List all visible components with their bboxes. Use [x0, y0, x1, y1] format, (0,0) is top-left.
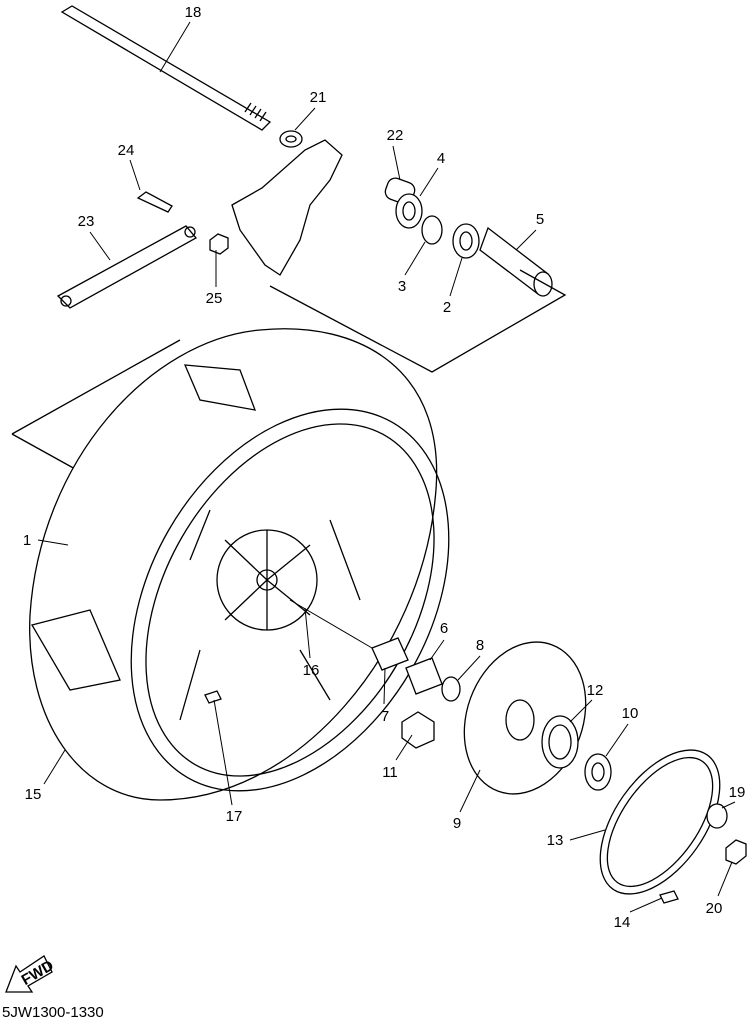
part-label-22: 22 — [387, 127, 404, 144]
part-label-10: 10 — [622, 705, 639, 722]
part-label-4: 4 — [437, 150, 445, 167]
part-label-17: 17 — [226, 808, 243, 825]
collar-part — [279, 130, 303, 148]
bearing-10-part — [584, 753, 612, 791]
bracket-part — [231, 139, 343, 276]
part-label-3: 3 — [398, 278, 406, 295]
part-label-2: 2 — [443, 299, 451, 316]
part-label-7: 7 — [381, 708, 389, 725]
adjuster-part — [56, 225, 198, 309]
part-label-24: 24 — [118, 142, 135, 159]
part-label-1: 1 — [23, 532, 31, 549]
nut-part — [209, 233, 229, 255]
part-label-11: 11 — [382, 764, 398, 781]
part-label-16: 16 — [303, 662, 320, 679]
bolt-part — [136, 191, 173, 213]
part-label-20: 20 — [706, 900, 723, 917]
part-label-6: 6 — [440, 620, 448, 637]
oil-seal-part — [441, 676, 461, 702]
diagram-code: 5JW1300-1330 — [2, 1004, 104, 1021]
collar-6-part — [405, 657, 443, 695]
part-label-23: 23 — [78, 213, 95, 230]
part-label-13: 13 — [547, 832, 564, 849]
part-label-5: 5 — [536, 211, 544, 228]
seal-12-part — [541, 715, 579, 769]
spacer-7-part — [371, 637, 409, 671]
frame-lines — [11, 269, 567, 435]
screw-part — [659, 890, 679, 904]
cover-part — [599, 749, 721, 895]
part-label-8: 8 — [476, 637, 484, 654]
bearing-4-part — [395, 193, 423, 229]
part-label-25: 25 — [206, 290, 223, 307]
circlip-part — [421, 215, 443, 245]
part-label-18: 18 — [185, 4, 202, 21]
part-label-14: 14 — [614, 914, 631, 931]
part-label-21: 21 — [310, 89, 327, 106]
axle-nut-part — [725, 839, 747, 865]
fwd-arrow-icon: FWD — [5, 955, 57, 993]
washer-part — [706, 803, 728, 829]
part-label-19: 19 — [729, 784, 746, 801]
wheel-assembly — [29, 328, 450, 801]
leader-lines — [37, 21, 736, 913]
part-label-9: 9 — [453, 815, 461, 832]
part-label-12: 12 — [587, 682, 604, 699]
part-label-15: 15 — [25, 786, 42, 803]
bearing-2-part — [452, 223, 480, 259]
axle-part — [60, 5, 272, 131]
